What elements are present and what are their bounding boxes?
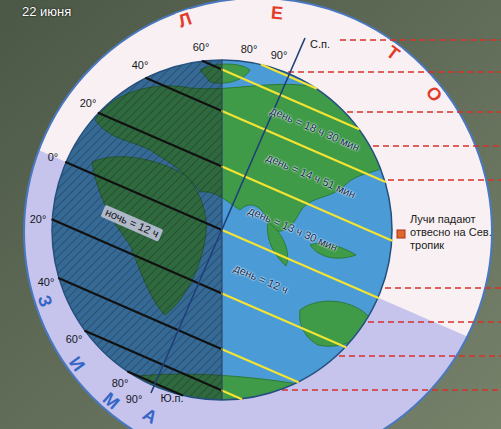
continent — [300, 301, 370, 346]
latitude-night — [66, 162, 222, 230]
latitude-night — [146, 78, 222, 111]
sun-ray — [368, 321, 501, 323]
sun-ray — [282, 389, 501, 391]
night-shade — [0, 0, 222, 429]
pole-label: С.п. — [310, 38, 330, 51]
latitude-label: 60° — [193, 41, 210, 54]
season-letter: З — [35, 293, 56, 309]
terminator-line — [222, 0, 223, 429]
latitude-label: 90° — [126, 393, 143, 406]
night-length-label: ночь = 12 ч — [101, 205, 164, 242]
day-length-label: день = 13 ч 30 мин — [246, 204, 339, 254]
season-letter: Т — [382, 42, 403, 64]
earth-axis — [151, 38, 305, 393]
latitude-label: 80° — [112, 377, 129, 390]
latitude-day — [222, 391, 241, 399]
sun-ray — [388, 179, 501, 181]
sun-ray — [373, 145, 501, 147]
latitude-label: 90° — [271, 49, 288, 62]
tropic-marker — [397, 230, 405, 238]
season-letter: О — [422, 82, 446, 106]
day-length-label: день = 14 ч 51 мин — [264, 151, 357, 201]
latitude-label: 20° — [80, 97, 97, 110]
pole-label: Ю.п. — [160, 392, 183, 405]
latitude-day — [222, 293, 345, 347]
latitude-night — [203, 61, 222, 69]
latitude-label: 20° — [30, 213, 47, 226]
night-hatch — [0, 0, 222, 429]
season-letter: И — [66, 353, 88, 374]
sun-ray — [385, 287, 501, 289]
latitude-label: 40° — [132, 59, 149, 72]
latitude-night — [85, 331, 222, 390]
latitude-day — [222, 230, 378, 298]
latitude-label: 80° — [241, 43, 258, 56]
latitude-label: 60° — [66, 333, 83, 346]
season-letter: Е — [269, 3, 285, 22]
latitude-day — [222, 349, 298, 382]
sun-ray — [339, 355, 501, 357]
night-side — [0, 0, 222, 429]
sun-ray — [340, 39, 501, 41]
day-length-label: день = 18 ч 30 мин — [268, 104, 361, 154]
season-letter: М — [99, 389, 122, 412]
latitude-label: 0° — [48, 151, 59, 164]
sun-ray — [288, 71, 501, 73]
season-letter: А — [140, 405, 160, 427]
sun-ray — [347, 111, 501, 113]
latitude-night — [99, 113, 222, 167]
latitude-label: 40° — [38, 276, 55, 289]
date-title: 22 июня — [22, 5, 71, 20]
season-letter: Л — [175, 9, 195, 31]
latitude-night — [59, 278, 222, 349]
callout-note: Лучи падают отвесно на Сев. тропик — [410, 213, 494, 253]
day-length-label: день = 12 ч — [232, 262, 290, 297]
